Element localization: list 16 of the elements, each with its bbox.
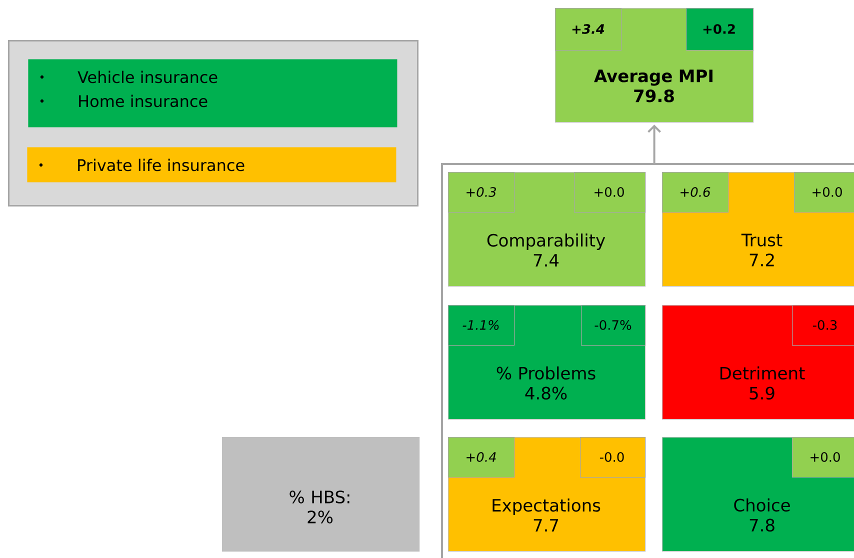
- metric-box: % HBS: 2%: [222, 437, 420, 552]
- change-badge: +0.0: [574, 172, 646, 213]
- change-badge: -1.1%: [448, 305, 515, 346]
- change-badge: +0.0: [792, 437, 854, 478]
- change-badge: -0.7%: [581, 305, 646, 346]
- change-badge: +0.4: [448, 437, 515, 478]
- change-badge: +0.0: [794, 172, 854, 213]
- change-badge: -0.3: [792, 305, 854, 346]
- change-badge: +3.4: [555, 8, 622, 51]
- change-badge: +0.6: [662, 172, 729, 213]
- change-badge: +0.2: [686, 8, 754, 51]
- category-band: Vehicle insurance Home insurance: [28, 59, 398, 128]
- arrow: [648, 124, 662, 163]
- change-badge: +0.3: [448, 172, 515, 213]
- change-badge: -0.0: [580, 437, 646, 478]
- category-band: Private life insurance: [27, 147, 396, 182]
